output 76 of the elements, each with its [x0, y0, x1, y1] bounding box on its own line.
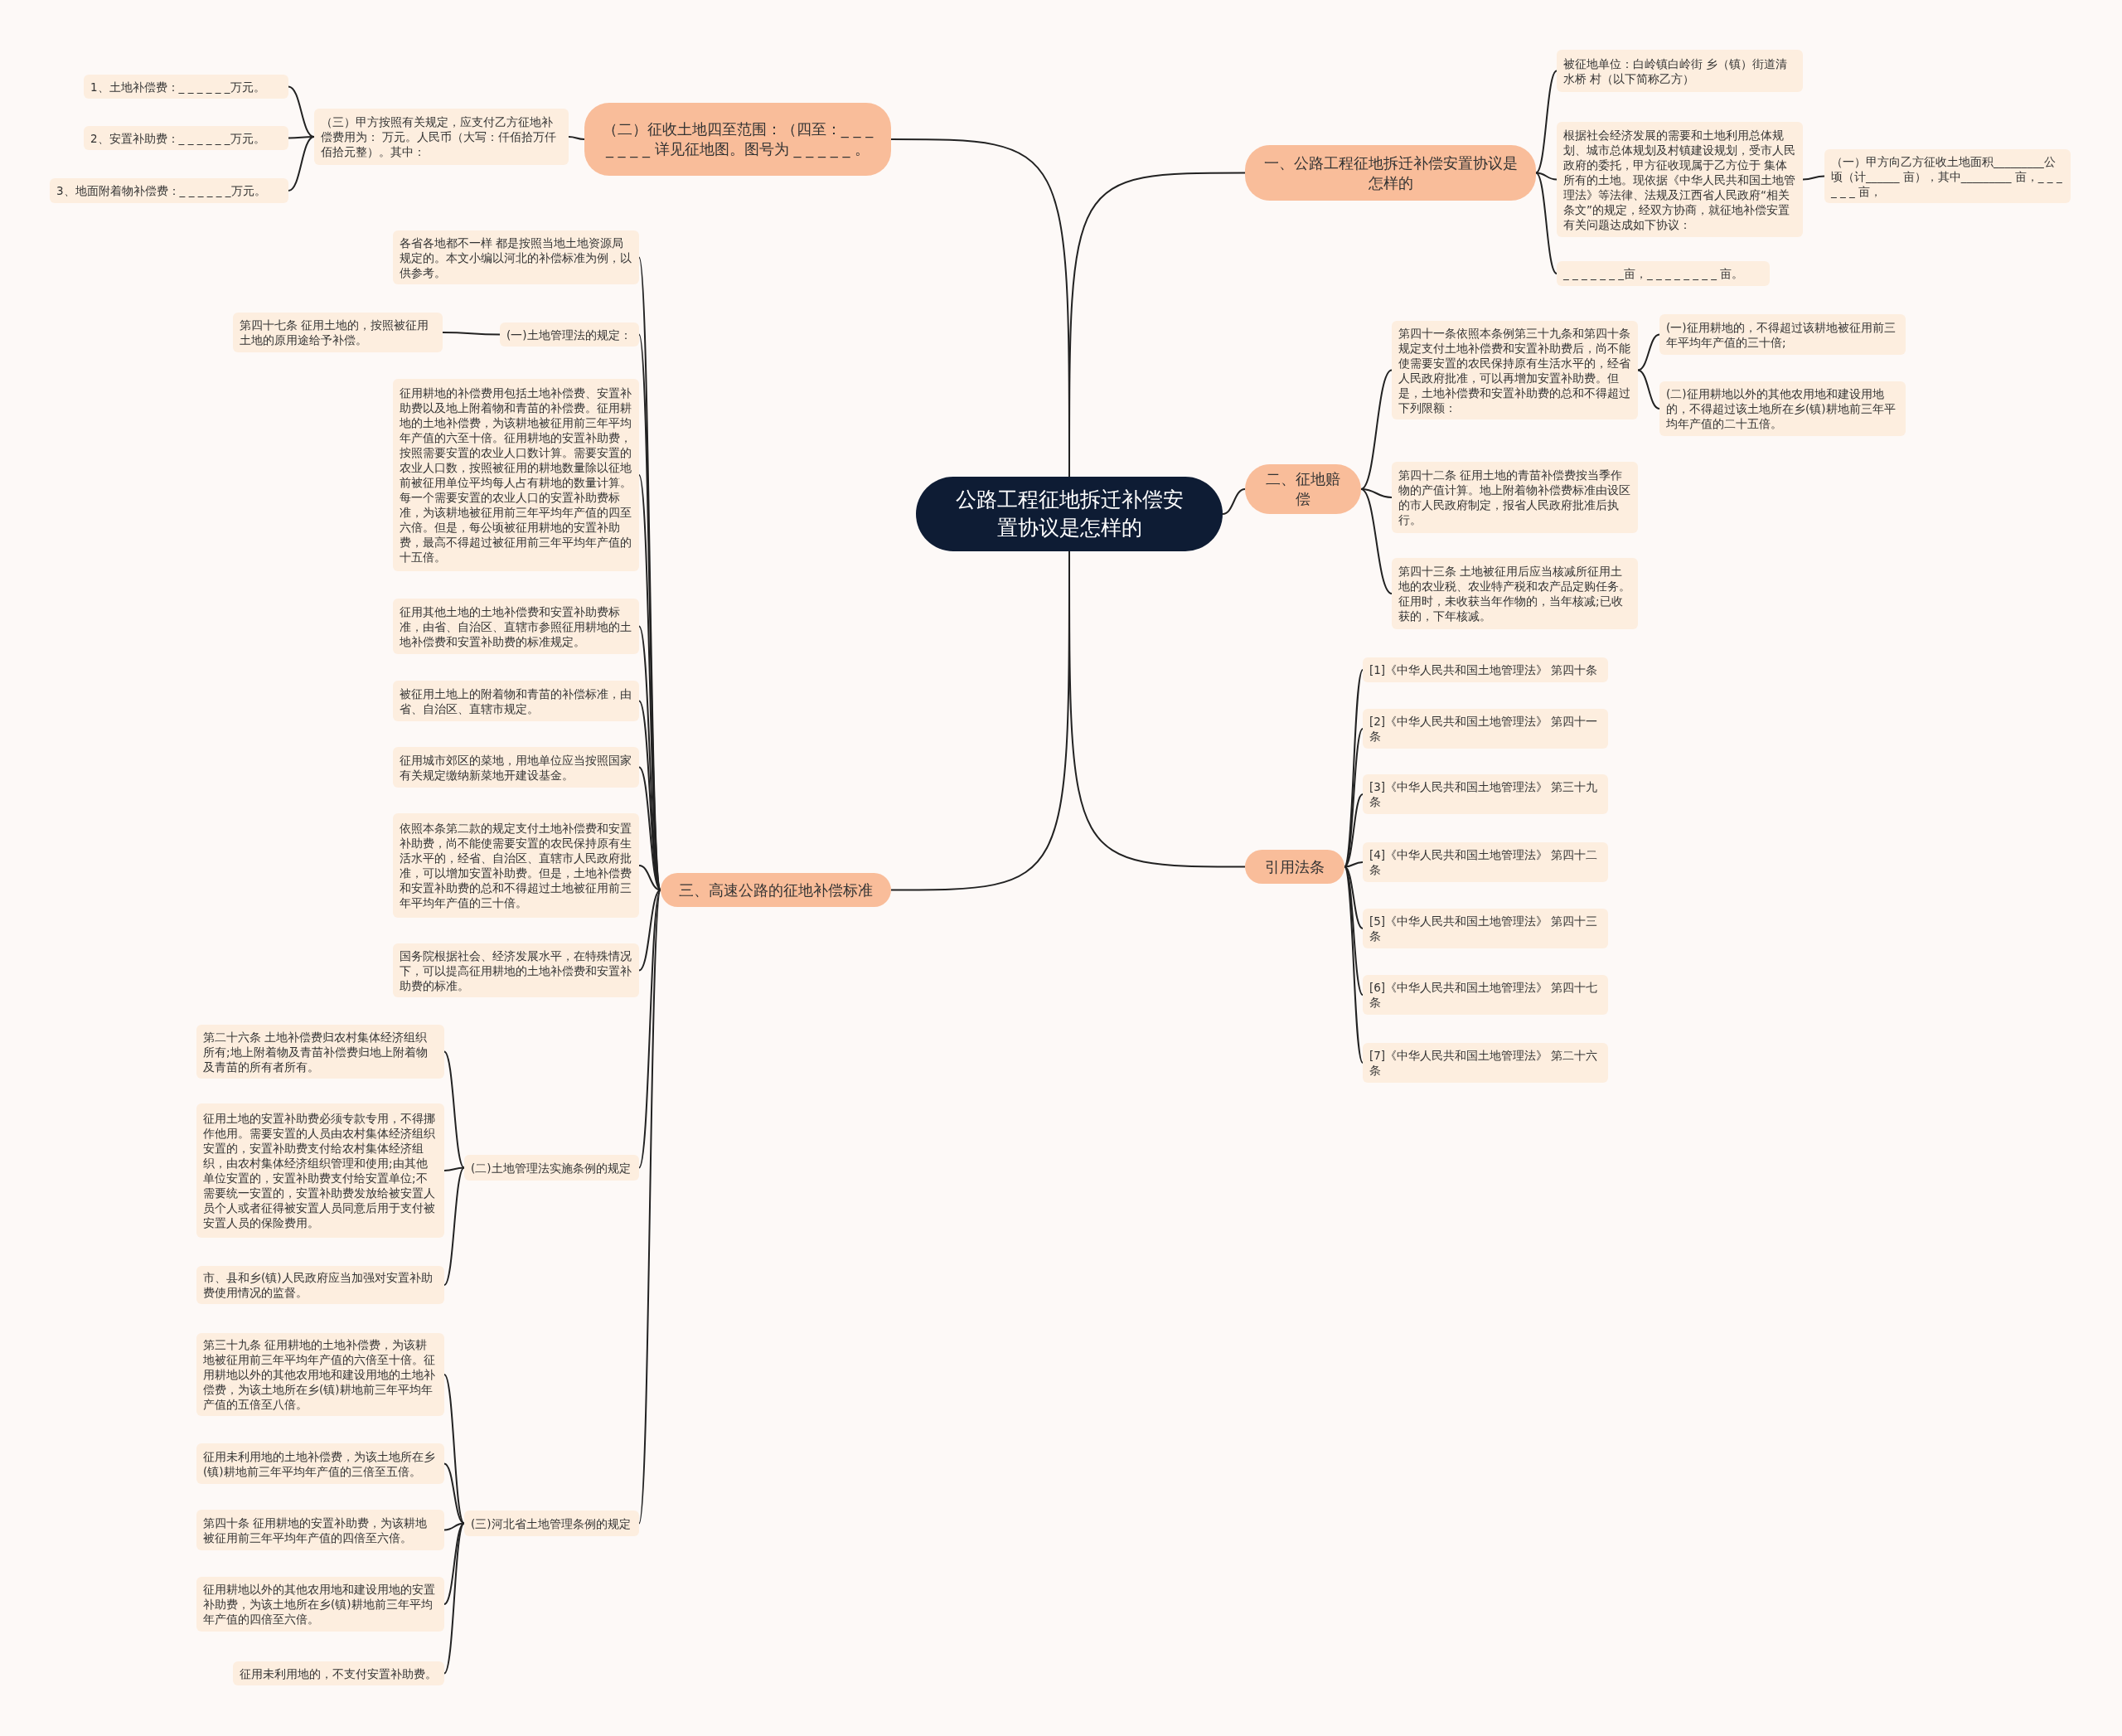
- connector-line: [1222, 488, 1246, 515]
- connector-line: [638, 889, 661, 1169]
- connector-line: [638, 865, 661, 891]
- topic-card: 征用其他土地的土地补偿费和安置补助费标准，由省、自治区、直辖市参照征用耕地的土地补偿费和安置补助费的标准规定。: [393, 599, 639, 654]
- connector-line: [638, 889, 661, 972]
- topic-card: 第四十三条 土地被征用后应当核减所征用土地的农业税、农业特产税和农产品定购任务。征用时，未收获当年作物的，当年核减;已收获的，下年核减。: [1392, 558, 1638, 629]
- topic-card: 依照本条第二款的规定支付土地补偿费和安置补助费，尚不能使需要安置的农民保持原有生活水平的，经省、自治区、直辖市人民政府批准，可以增加安置补助费。但是，土地补偿费和安置补助费的总和不得超过土地被征用前三年平均年产值的三十倍。: [393, 813, 639, 918]
- connector-line: [1360, 369, 1393, 490]
- topic-card: 第二十六条 土地补偿费归农村集体经济组织所有;地上附着物及青苗补偿费归地上附着物及青苗的所有者所有。: [196, 1025, 444, 1079]
- connector-line: [1637, 333, 1660, 371]
- topic-card: 国务院根据社会、经济发展水平，在特殊情况下，可以提高征用耕地的土地补偿费和安置补助费的标准。: [393, 943, 639, 997]
- topic-card: 第四十二条 征用土地的青苗补偿费按当季作物的产值计算。地上附着物补偿费标准由设区的市人民政府制定，报省人民政府批准后执行。: [1392, 462, 1638, 533]
- topic-card: 被征用土地上的附着物和青苗的补偿标准，由省、自治区、直辖市规定。: [393, 681, 639, 721]
- topic-card: 1、土地补偿费：_ _ _ _ _ _万元。: [84, 75, 288, 99]
- topic-card: [4]《中华人民共和国土地管理法》 第四十二条: [1363, 842, 1608, 882]
- topic-card: [5]《中华人民共和国土地管理法》 第四十三条: [1363, 909, 1608, 948]
- connector-line: [443, 1374, 465, 1525]
- connector-line: [443, 1462, 465, 1525]
- topic-card: 征用未利用地的土地补偿费，为该土地所在乡(镇)耕地前三年平均年产值的三倍至五倍。: [196, 1443, 444, 1484]
- topic-card: [6]《中华人民共和国土地管理法》 第四十七条: [1363, 975, 1608, 1015]
- connector-line: [1360, 488, 1393, 498]
- topic-card: [3]《中华人民共和国土地管理法》 第三十九条: [1363, 774, 1608, 814]
- topic-card: 3、地面附着物补偿费：_ _ _ _ _ _万元。: [50, 178, 288, 203]
- topic-card: （一）甲方向乙方征收土地面积_________公顷（计______ 亩），其中_________ 亩，_ _ _ _ _ _ 亩，: [1824, 149, 2071, 203]
- connector-line: [443, 1522, 465, 1675]
- topic-card: 征用土地的安置补助费必须专款专用，不得挪作他用。需要安置的人员由农村集体经济组织安置的，安置补助费支付给农村集体经济组织，由农村集体经济组织管理和使用;由其他单位安置的，安置补助费支付给安置单位;不需要统一安置的，安置补助费发放给被安置人员个人或者征得被安置人员同意后用于支付被安置人员的保险费用。: [196, 1103, 444, 1238]
- connector-line: [443, 1050, 465, 1169]
- topic-card: _ _ _ _ _ _ _亩，_ _ _ _ _ _ _ _ 亩。: [1557, 261, 1770, 286]
- branch-topic: 一、公路工程征地拆迁补偿安置协议是怎样的: [1245, 145, 1536, 201]
- connector-line: [443, 1522, 465, 1605]
- topic-card: 根据社会经济发展的需要和土地利用总体规划、城市总体规划及村镇建设规划，受市人民政府的委托，甲方征收现属于乙方位于 集体所有的土地。现依据《中华人民共和国土地管理法》等法律、法规及江西省人民政府“相关条文”的规定，经双方协商，就征地补偿安置有关问题达成如下协议：: [1557, 122, 1803, 237]
- topic-card: 第三十九条 征用耕地的土地补偿费，为该耕地被征用前三年平均年产值的六倍至十倍。征用耕地以外的其他农用地和建设用地的土地补偿费，为该土地所在乡(镇)耕地前三年平均年产值的五倍至八倍。: [196, 1333, 444, 1416]
- connector-line: [443, 1522, 465, 1531]
- connector-line: [288, 85, 315, 138]
- connector-line: [1637, 369, 1660, 410]
- connector-line: [1344, 861, 1364, 868]
- connector-line: [638, 766, 661, 891]
- topic-card: 征用未利用地的，不支付安置补助费。: [233, 1661, 444, 1685]
- topic-card: 征用耕地以外的其他农用地和建设用地的安置补助费，为该土地所在乡(镇)耕地前三年平均年产值的四倍至六倍。: [196, 1577, 444, 1632]
- topic-card: 市、县和乡(镇)人民政府应当加强对安置补助费使用情况的监督。: [196, 1266, 444, 1304]
- topic-card: (三)河北省土地管理条例的规定: [464, 1511, 639, 1536]
- topic-card: 被征地单位：白岭镇白岭街 乡（镇）街道清水桥 村（以下简称乙方）: [1557, 50, 1803, 92]
- topic-card: 各省各地都不一样 都是按照当地土地资源局规定的。本文小编以河北的补偿标准为例，以供参考。: [393, 230, 639, 284]
- branch-topic: 二、征地赔偿: [1245, 464, 1361, 514]
- topic-card: [7]《中华人民共和国土地管理法》 第二十六条: [1363, 1043, 1608, 1083]
- connector-line: [1344, 793, 1364, 868]
- branch-topic: 三、高速公路的征地补偿标准: [661, 873, 891, 907]
- topic-card: (二)征用耕地以外的其他农用地和建设用地的，不得超过该土地所在乡(镇)耕地前三年平均年产值的二十五倍。: [1659, 381, 1906, 436]
- connector-line: [1802, 175, 1825, 181]
- topic-card: 第四十七条 征用土地的，按照被征用土地的原用途给予补偿。: [233, 313, 443, 352]
- connector-line: [1535, 172, 1558, 181]
- topic-card: (一)征用耕地的，不得超过该耕地被征用前三年平均年产值的三十倍;: [1659, 314, 1906, 355]
- topic-card: 征用城市郊区的菜地，用地单位应当按照国家有关规定缴纳新菜地开建设基金。: [393, 747, 639, 788]
- connector-line: [1344, 866, 1364, 1064]
- topic-card: 征用耕地的补偿费用包括土地补偿费、安置补助费以及地上附着物和青苗的补偿费。征用耕地的土地补偿费，为该耕地被征用前三年平均年产值的六至十倍。征用耕地的安置补助费，按照需要安置的农业人口数计算。需要安置的农业人口数，按照被征用的耕地数量除以征地前被征用单位平均每人占有耕地的数量计算。每一个需要安置的农业人口的安置补助费标准，为该耕地被征用前三年平均年产值的四至六倍。但是，每公顷被征用耕地的安置补助费，最高不得超过被征用前三年平均年产值的十五倍。: [393, 379, 639, 571]
- connector-line: [1360, 488, 1393, 594]
- connector-line: [288, 136, 315, 192]
- central-topic: 公路工程征地拆迁补偿安置协议是怎样的: [916, 477, 1223, 551]
- topic-card: [1]《中华人民共和国土地管理法》 第四十条: [1363, 657, 1608, 682]
- connector-line: [442, 332, 501, 336]
- connector-line: [568, 136, 585, 140]
- connector-line: [1535, 70, 1558, 174]
- connector-line: [288, 136, 315, 139]
- branch-topic: 引用法条: [1245, 850, 1344, 884]
- connector-line: [1535, 172, 1558, 274]
- topic-card: 第四十一条依照本条例第三十九条和第四十条规定支付土地补偿费和安置补助费后，尚不能使需要安置的农民保持原有生活水平的，经省人民政府批准，可以再增加安置补助费。但是，土地补偿费和安置补助费的总和不得超过下列限额：: [1392, 321, 1638, 419]
- connector-line: [443, 1166, 465, 1171]
- topic-card: （三）甲方按照有关规定，应支付乙方征地补偿费用为： 万元。人民币（大写：仟佰拾万仟佰拾元整）。其中：: [314, 109, 569, 165]
- topic-card: (一)土地管理法的规定：: [500, 322, 639, 347]
- connector-line: [1344, 866, 1364, 929]
- topic-card: 2、安置补助费：_ _ _ _ _ _万元。: [84, 126, 288, 150]
- topic-card: 第四十条 征用耕地的安置补助费，为该耕地被征用前三年平均年产值的四倍至六倍。: [196, 1510, 444, 1550]
- topic-card: [2]《中华人民共和国土地管理法》 第四十一条: [1363, 709, 1608, 749]
- topic-card: (二)土地管理法实施条例的规定: [464, 1155, 639, 1181]
- connector-line: [443, 1166, 465, 1286]
- branch-topic: （二）征收土地四至范围：（四至：_ _ _ _ _ _ _ 详见征地图。图号为 _ _ _ _ _ 。: [584, 103, 891, 176]
